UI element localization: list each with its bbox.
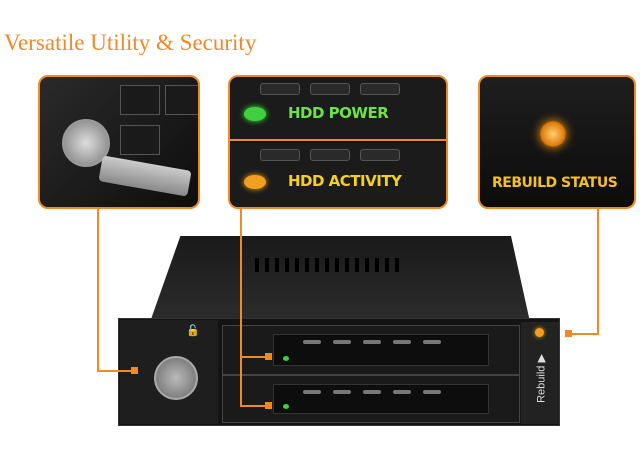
rebuild-panel: Rebuild ▶	[521, 322, 559, 424]
power-led	[283, 404, 289, 409]
unlock-icon: 🔓	[186, 325, 200, 337]
rebuild-label: Rebuild	[535, 365, 548, 403]
rebuild-status-led	[540, 121, 566, 147]
key-lock-icon[interactable]	[154, 356, 198, 400]
led-callout: HDD POWER HDD ACTIVITY	[228, 75, 448, 209]
key-icon	[98, 155, 192, 197]
hdd-power-led	[244, 107, 266, 121]
lock-panel: 🔓	[120, 320, 218, 424]
power-led	[283, 356, 289, 361]
rebuild-callout: REBUILD STATUS	[478, 75, 636, 209]
key-lock-icon	[62, 119, 110, 167]
device-top	[150, 236, 530, 322]
hdd-activity-led	[244, 175, 266, 189]
page-title: Versatile Utility & Security	[4, 30, 257, 55]
hdd-power-label: HDD POWER	[288, 104, 389, 122]
lock-callout	[38, 75, 200, 209]
drive-bay-2[interactable]	[222, 375, 520, 423]
rebuild-led	[535, 328, 544, 337]
rebuild-button[interactable]: Rebuild ▶	[535, 354, 548, 403]
drive-bay-1[interactable]	[222, 325, 520, 375]
hdd-activity-label: HDD ACTIVITY	[288, 172, 402, 190]
rebuild-status-label: REBUILD STATUS	[492, 175, 618, 191]
